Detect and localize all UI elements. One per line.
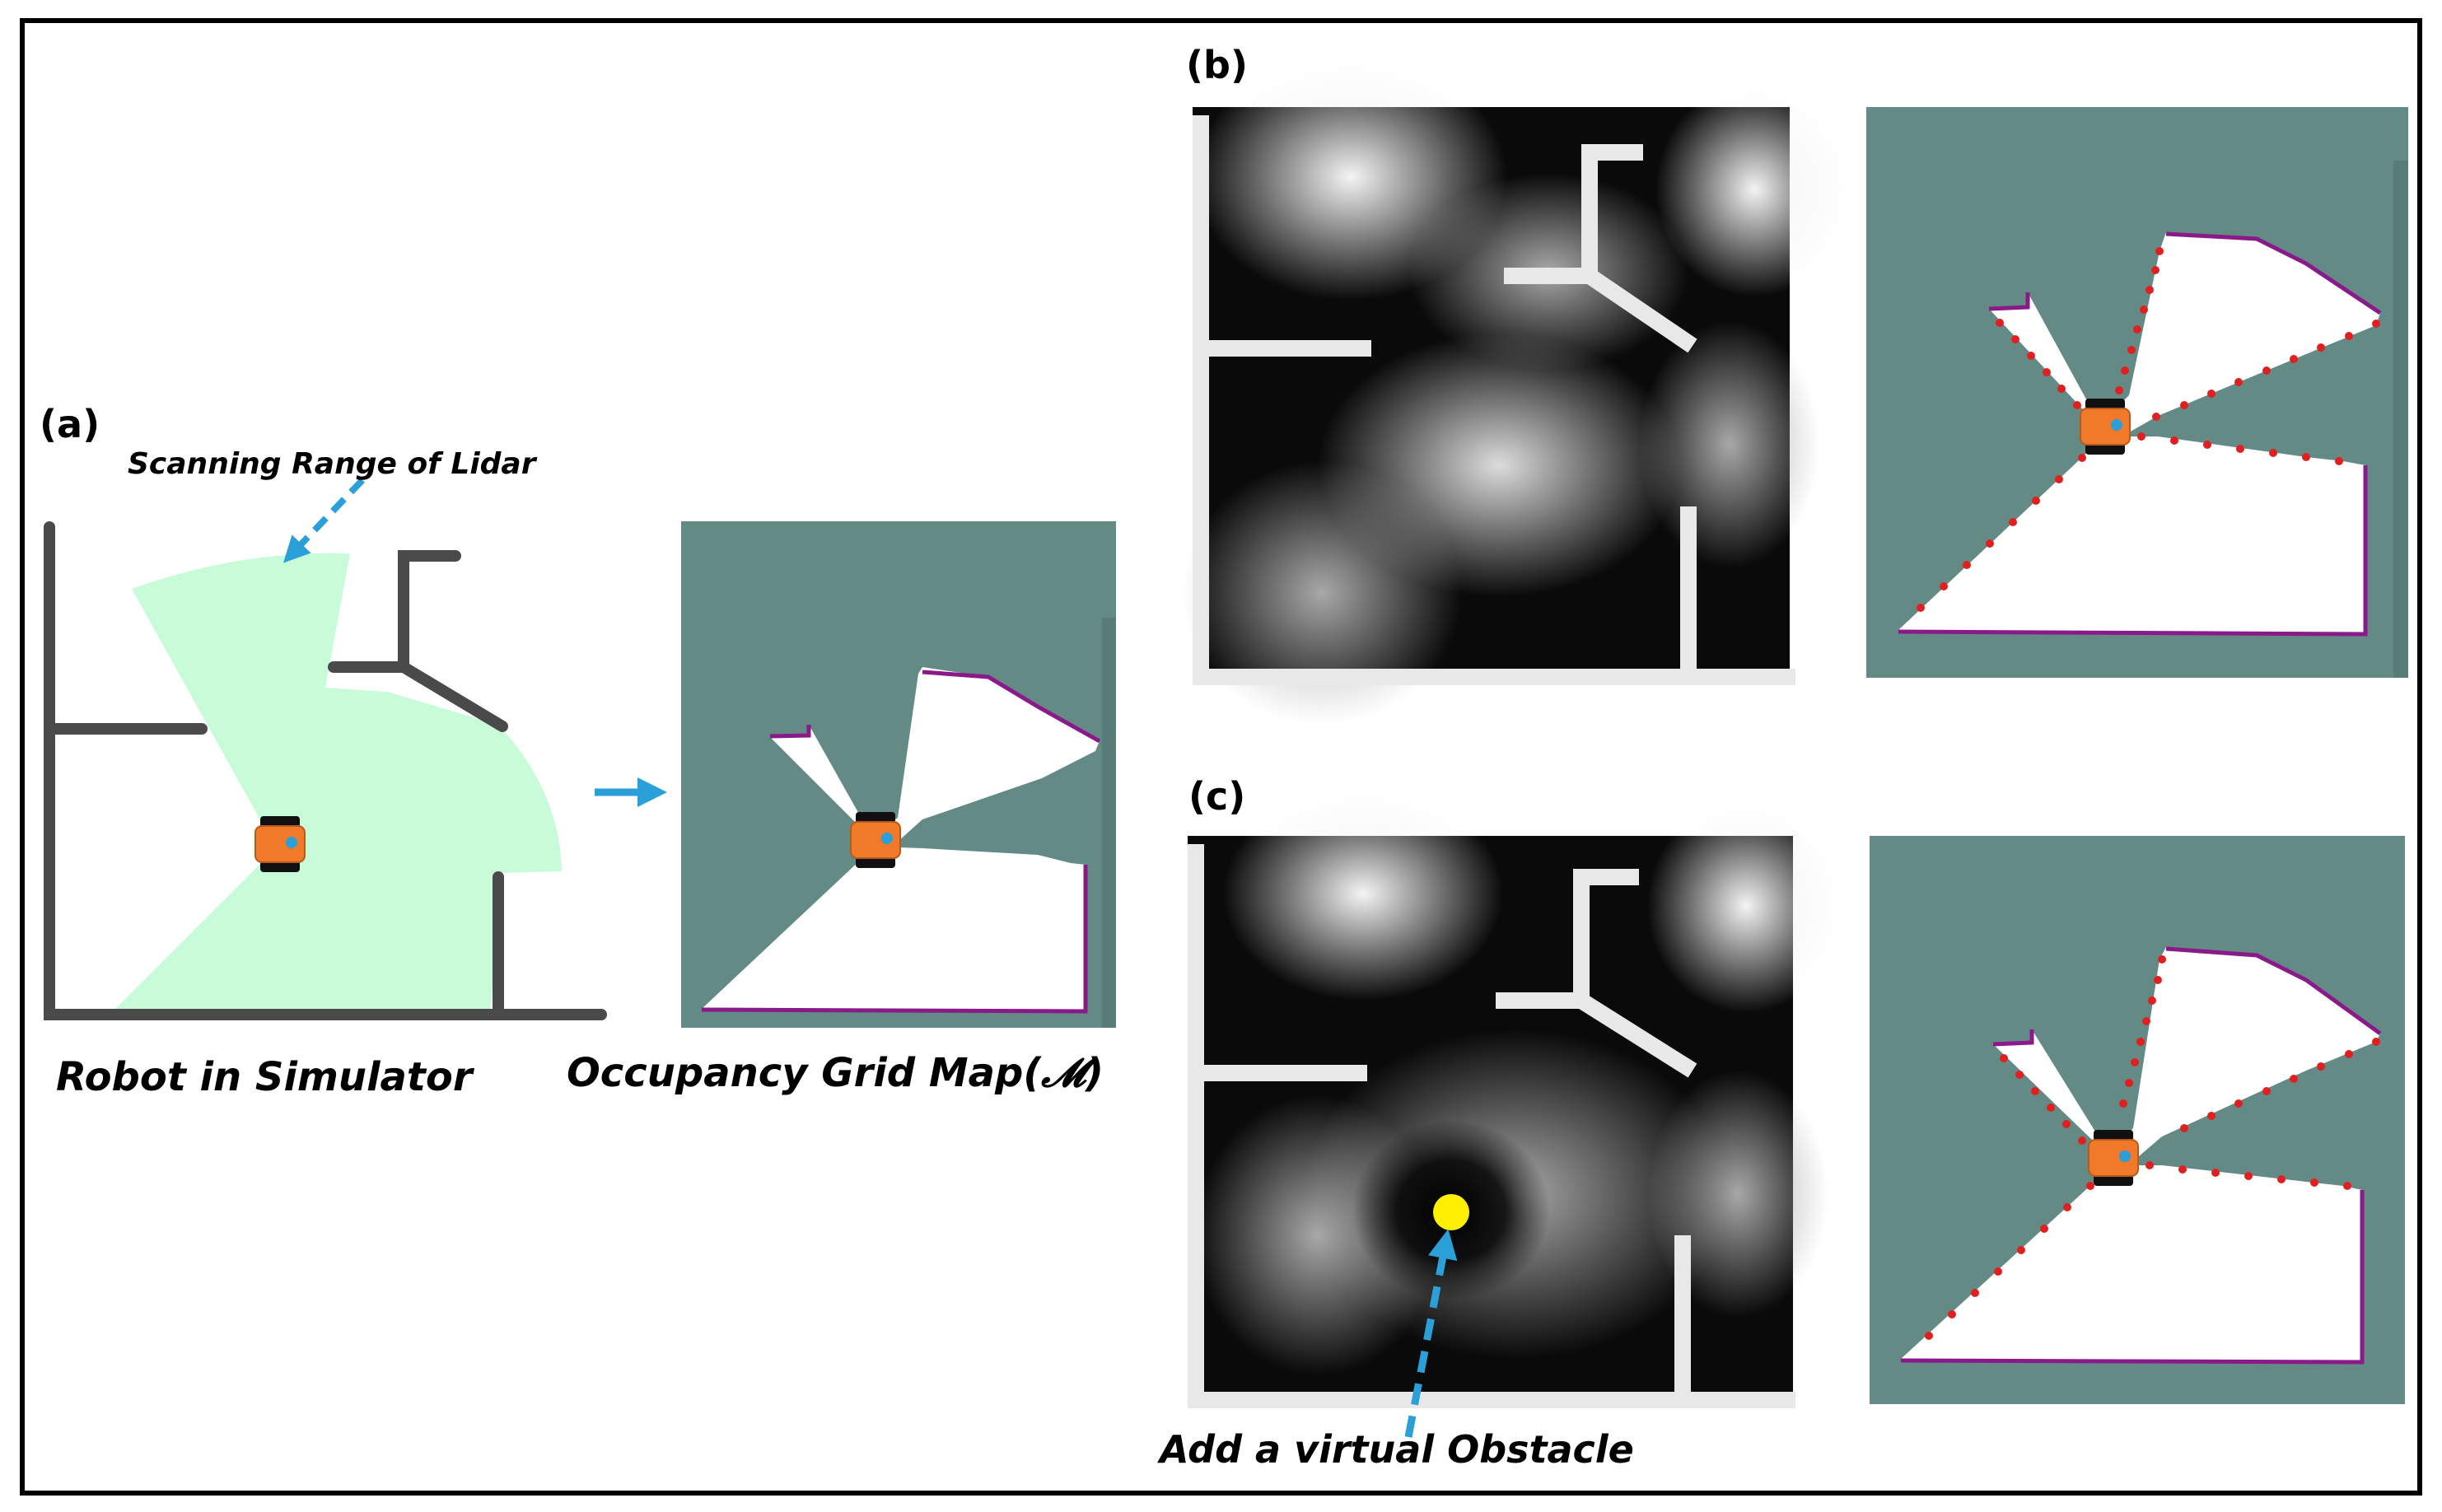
- lidar-annotation-arrow: [282, 478, 365, 563]
- simulator-scene: [44, 478, 607, 1020]
- occupancy-grid-map-c: [1870, 836, 2405, 1404]
- virtual-obstacle-label: Add a virtual Obstacle: [1160, 1427, 1634, 1472]
- robot-icon: [2088, 1129, 2139, 1187]
- outer-border: [20, 18, 2422, 1496]
- occupancy-grid-map-a: [681, 521, 1116, 1028]
- distance-field-c: [1188, 786, 1845, 1438]
- panel-label-c: (c): [1188, 774, 1246, 819]
- lidar-scan-area: [111, 553, 562, 1013]
- robot-icon: [850, 811, 901, 869]
- distance-field-b: [1182, 54, 1853, 725]
- frontier-dots-c: [1925, 955, 2380, 1340]
- simulator-walls: [44, 521, 607, 1020]
- panel-label-b: (b): [1186, 43, 1248, 87]
- simulator-caption: Robot in Simulator: [56, 1054, 473, 1100]
- robot-icon: [2080, 398, 2131, 455]
- virtual-obstacle: [1433, 1194, 1469, 1230]
- panel-label-a: (a): [40, 402, 100, 446]
- robot-icon: [254, 815, 306, 873]
- grid-map-caption: Occupancy Grid Map(𝓜): [567, 1050, 1104, 1096]
- frontier-dots-b: [1917, 247, 2380, 612]
- occupancy-grid-map-b: [1866, 107, 2408, 678]
- lidar-range-label: Scanning Range of Lidar: [128, 447, 536, 481]
